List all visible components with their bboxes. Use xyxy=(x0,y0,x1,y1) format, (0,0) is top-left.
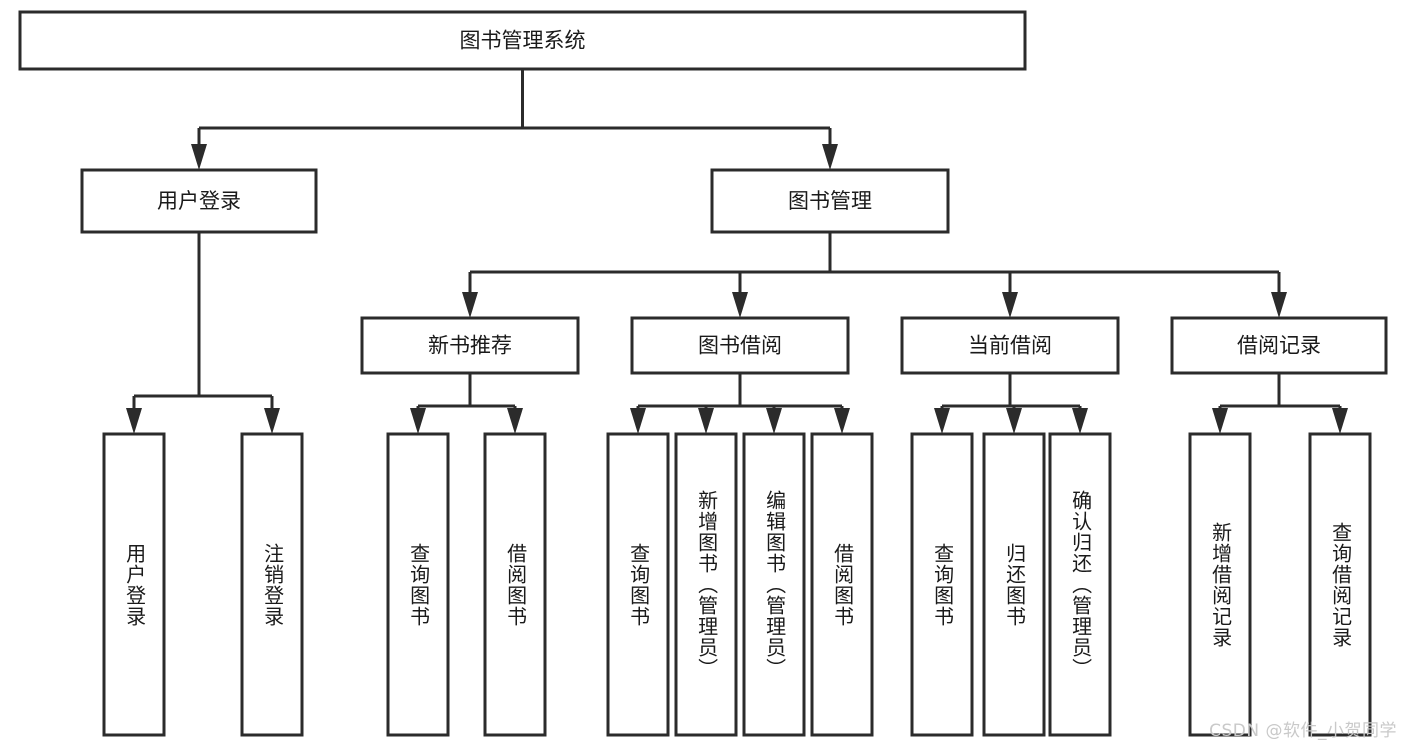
node-label-new-book-recommend: 新书推荐 xyxy=(428,334,512,358)
node-box-book-borrow[interactable] xyxy=(630,316,850,375)
node-box-new-book-recommend[interactable] xyxy=(360,316,580,375)
arrow-head-leaf-return-book xyxy=(1006,408,1022,434)
node-label-user-login: 用户登录 xyxy=(157,189,241,213)
node-box-leaf-logout-login[interactable] xyxy=(240,432,304,737)
node-box-current-borrow[interactable] xyxy=(900,316,1120,375)
arrow-head-new-book-recommend xyxy=(462,292,478,318)
arrow-head-leaf-edit-book xyxy=(766,408,782,434)
arrow-head-leaf-query-book-current xyxy=(934,408,950,434)
arrow-head-leaf-borrow-book-recommend xyxy=(507,408,523,434)
arrow-head-leaf-add-book xyxy=(698,408,714,434)
node-box-leaf-borrow-book[interactable] xyxy=(810,432,874,737)
arrow-head-leaf-query-borrow-record xyxy=(1332,408,1348,434)
node-box-leaf-query-book-recommend[interactable] xyxy=(386,432,450,737)
arrow-head-book-manage xyxy=(822,144,838,170)
node-box-user-login[interactable] xyxy=(80,168,318,234)
node-label-current-borrow: 当前借阅 xyxy=(968,334,1052,358)
node-box-root[interactable] xyxy=(18,10,1027,71)
connector-layer xyxy=(126,69,1348,434)
arrow-head-leaf-borrow-book xyxy=(834,408,850,434)
arrow-head-user-login xyxy=(191,144,207,170)
node-box-leaf-user-login[interactable] xyxy=(102,432,166,737)
arrow-head-borrow-record xyxy=(1271,292,1287,318)
node-box-leaf-confirm-return[interactable] xyxy=(1048,432,1112,737)
node-box-borrow-record[interactable] xyxy=(1170,316,1388,375)
node-box-leaf-edit-book[interactable] xyxy=(742,432,806,737)
arrow-head-leaf-add-borrow-record xyxy=(1212,408,1228,434)
arrow-head-leaf-query-book-borrow xyxy=(630,408,646,434)
arrow-head-current-borrow xyxy=(1002,292,1018,318)
arrow-head-leaf-confirm-return xyxy=(1072,408,1088,434)
node-label-book-manage: 图书管理 xyxy=(788,189,872,213)
node-box-book-manage[interactable] xyxy=(710,168,950,234)
arrow-head-leaf-query-book-recommend xyxy=(410,408,426,434)
node-box-leaf-return-book[interactable] xyxy=(982,432,1046,737)
watermark-text: CSDN @软件_小贺同学 xyxy=(1209,721,1397,741)
node-box-leaf-query-book-borrow[interactable] xyxy=(606,432,670,737)
node-box-leaf-query-borrow-record[interactable] xyxy=(1308,432,1372,737)
node-label-root: 图书管理系统 xyxy=(460,29,586,53)
node-label-book-borrow: 图书借阅 xyxy=(698,334,782,358)
arrow-head-book-borrow xyxy=(732,292,748,318)
node-box-leaf-add-borrow-record[interactable] xyxy=(1188,432,1252,737)
node-box-leaf-borrow-book-recommend[interactable] xyxy=(483,432,547,737)
node-box-leaf-add-book[interactable] xyxy=(674,432,738,737)
arrow-head-leaf-user-login xyxy=(126,408,142,434)
node-box-layer xyxy=(18,10,1388,737)
node-box-leaf-query-book-current[interactable] xyxy=(910,432,974,737)
arrow-head-leaf-logout-login xyxy=(264,408,280,434)
node-label-borrow-record: 借阅记录 xyxy=(1237,334,1321,358)
